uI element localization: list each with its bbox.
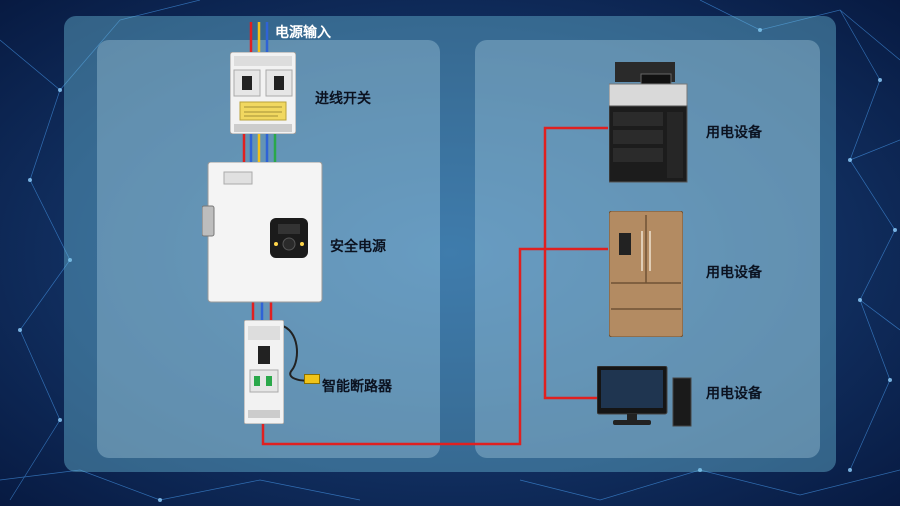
copier-image [609, 62, 688, 183]
breaker-sensor [304, 374, 320, 384]
incoming-switch-label: 进线开关 [315, 91, 371, 107]
smart-breaker-image [244, 320, 284, 424]
incoming-switch-image [230, 52, 296, 134]
diagram-container [64, 16, 836, 472]
device-label-2: 用电设备 [706, 265, 762, 281]
output-wire [261, 247, 608, 446]
smart-breaker-label: 智能断路器 [322, 379, 392, 395]
refrigerator-image [609, 211, 683, 337]
device-label-1: 用电设备 [706, 125, 762, 141]
branch-wire-top [543, 126, 608, 400]
device-label-3: 用电设备 [706, 386, 762, 402]
power-input-label: 电源输入 [275, 25, 331, 41]
computer-image [597, 366, 692, 427]
safety-power-label: 安全电源 [330, 239, 386, 255]
safety-power-image [202, 162, 323, 303]
